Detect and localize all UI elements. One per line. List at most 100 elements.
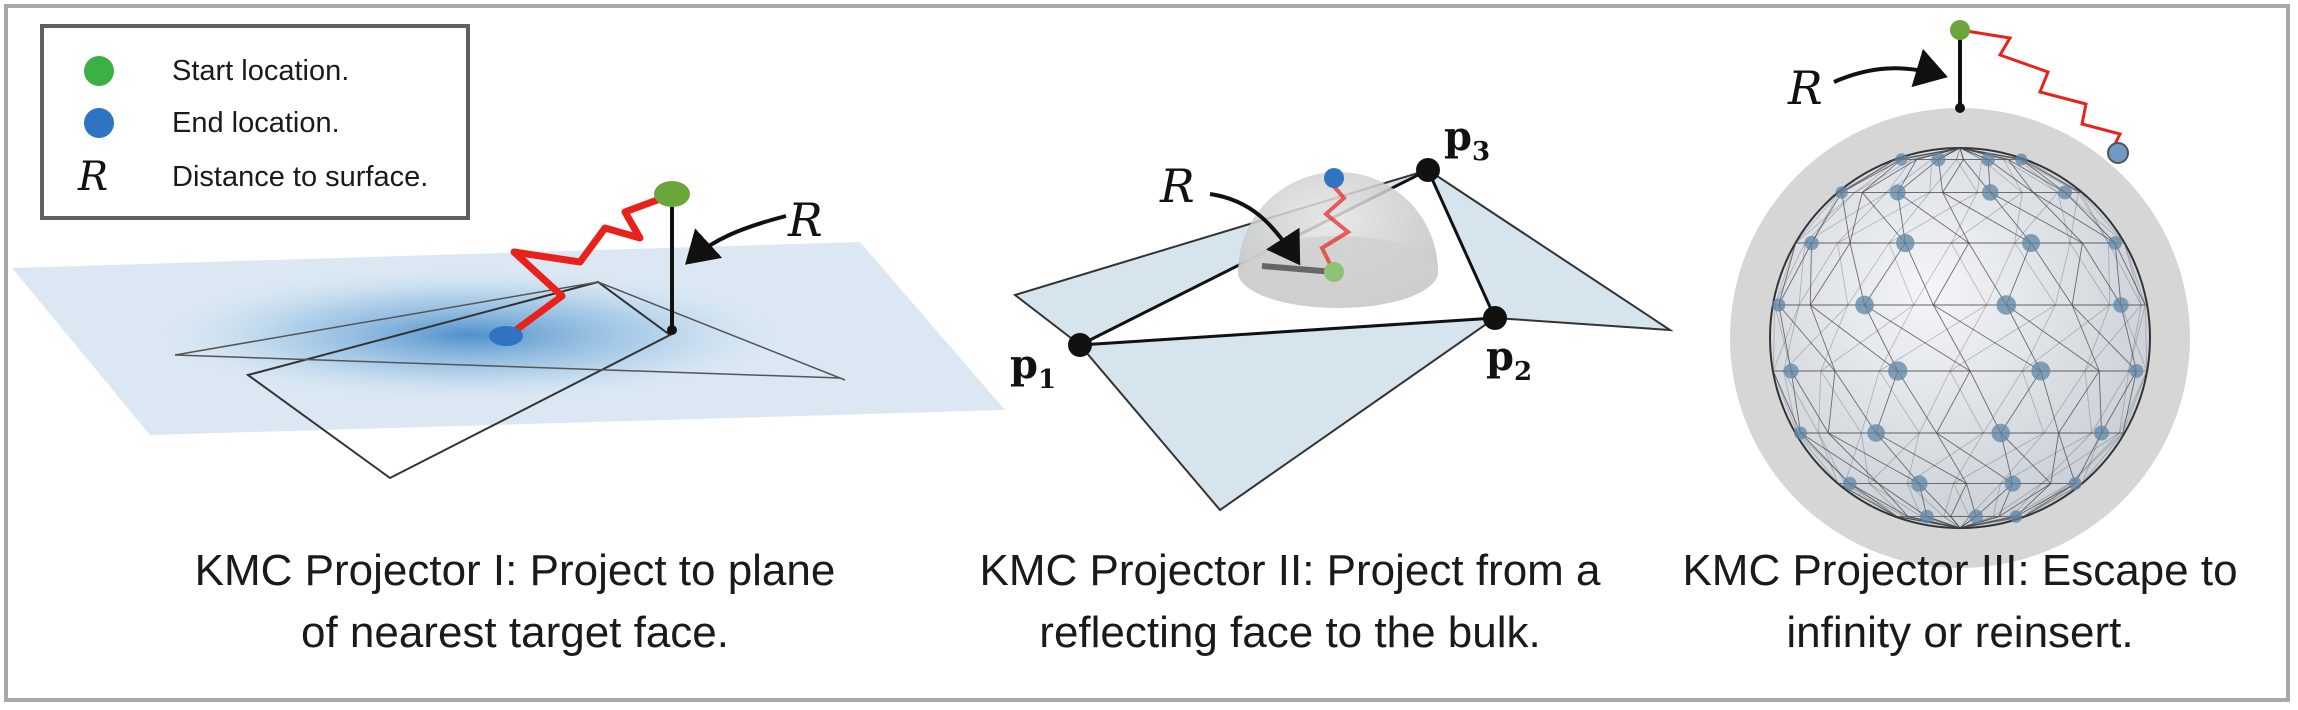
mesh-edge (1959, 148, 2025, 160)
mesh-edge (1795, 192, 1856, 244)
mesh-edge (1837, 192, 1888, 244)
mesh-node (2009, 510, 2023, 523)
mesh-edge (1936, 370, 1971, 434)
start-location-marker (1324, 262, 1344, 282)
mesh-node (1896, 233, 1915, 253)
panel-2-diagram: R p1 p2 p3 (1010, 113, 1674, 512)
mesh-edge (1942, 192, 2032, 244)
mesh-edge (2015, 483, 2052, 517)
mesh-edge (2101, 370, 2137, 434)
mesh-edge (1942, 159, 1964, 193)
mesh-edge (1959, 516, 1970, 528)
mesh-edge (1827, 432, 1879, 484)
mesh-edge (2050, 432, 2060, 484)
mesh-edge (2080, 192, 2125, 244)
mesh-edge (1849, 192, 1863, 244)
mesh-edge (1953, 432, 2045, 484)
mesh-edge (2011, 483, 2071, 517)
mesh-node (2113, 297, 2129, 313)
mesh-edge (1800, 432, 1851, 484)
mesh-edge (2030, 242, 2073, 306)
r-label: R (1787, 61, 1823, 115)
mesh-edge (2123, 242, 2146, 306)
mesh-edge (1901, 148, 1961, 160)
mesh-node (1772, 298, 1786, 312)
mesh-edge (2098, 370, 2102, 434)
mesh-edge (2077, 192, 2109, 244)
mesh-node (2031, 361, 2051, 381)
mesh-edge (1861, 192, 1906, 244)
mesh-edge (1949, 304, 1988, 372)
mesh-edge (2120, 304, 2137, 372)
r-arrow (1209, 192, 1301, 266)
mesh-edge (1783, 304, 1849, 372)
mesh-edge (2032, 192, 2116, 244)
legend: Start location. End location. R Distance… (40, 24, 470, 220)
mesh-edge (1959, 148, 2004, 160)
legend-item-distance: R Distance to surface. (78, 154, 429, 200)
mesh-edge (1888, 192, 1931, 244)
mesh-edge (1849, 483, 1898, 517)
mesh-node (1888, 361, 1908, 381)
mesh-node (1783, 363, 1799, 379)
mesh-node (2022, 233, 2041, 253)
mesh-edge (1875, 432, 1967, 484)
mesh-edge (1809, 242, 1813, 306)
mesh-edge (1841, 159, 1896, 193)
mesh-edge (1998, 483, 2052, 517)
mesh-edge (2122, 370, 2137, 434)
mesh-edge (2018, 159, 2059, 193)
mesh-edge (1790, 370, 1802, 434)
distance-line (1261, 263, 1335, 275)
mesh-edge (1818, 432, 1846, 484)
r-arrow (685, 214, 787, 265)
mesh-edge (1907, 516, 1961, 528)
mesh-edge (1772, 304, 1776, 372)
mesh-edge (2107, 242, 2111, 306)
mesh-edge (1969, 370, 2002, 434)
mesh-edge (2024, 159, 2082, 193)
mesh-edge (1959, 516, 2013, 528)
mesh-edge (2005, 304, 2042, 372)
mesh-edge (1989, 192, 2083, 244)
triangle-edge-p1p2 (1079, 316, 1496, 347)
mesh-edge (1906, 432, 1920, 484)
target-face (245, 280, 672, 480)
mesh-edge (2084, 304, 2111, 372)
r-label: R (787, 193, 823, 247)
mesh-edge (1992, 483, 2002, 517)
mesh-edge (2000, 370, 2042, 434)
mesh-node (1843, 476, 1857, 491)
mesh-edge (2032, 192, 2083, 244)
mesh-edge (1772, 370, 1801, 434)
mesh-edge (2043, 370, 2086, 434)
triangle-edge-p3p2 (1426, 169, 1497, 319)
sphere-mesh-nodes (1772, 152, 2144, 524)
projection-glow (140, 265, 800, 405)
mesh-edge (2118, 370, 2130, 434)
mesh-edge (1864, 242, 1906, 306)
mesh-edge (2055, 242, 2071, 306)
mesh-edge (2120, 304, 2148, 372)
mesh-edge (1950, 192, 1978, 244)
mesh-edge (2064, 192, 2116, 244)
mesh-edge (1932, 304, 1971, 372)
mesh-edge (1968, 242, 2007, 306)
mesh-edge (1959, 516, 2016, 528)
mesh-edge (1976, 159, 1983, 193)
mesh-edge (1778, 304, 1836, 372)
p1-label: p1 (1010, 341, 1056, 395)
mesh-edge (2021, 159, 2082, 193)
p2-label: p2 (1486, 333, 1532, 387)
green-dot-icon (84, 56, 114, 86)
mesh-node (1991, 423, 2010, 443)
mesh-edge (1820, 304, 1914, 372)
mesh-node (1931, 152, 1946, 167)
mesh-edge (2119, 370, 2148, 434)
walk-path (505, 192, 670, 339)
mesh-edge (1878, 304, 1987, 372)
mesh-node (1889, 184, 1906, 201)
mesh-edge (1834, 370, 1877, 434)
r-arrow (1833, 48, 1948, 88)
mesh-edge (1796, 432, 1839, 484)
